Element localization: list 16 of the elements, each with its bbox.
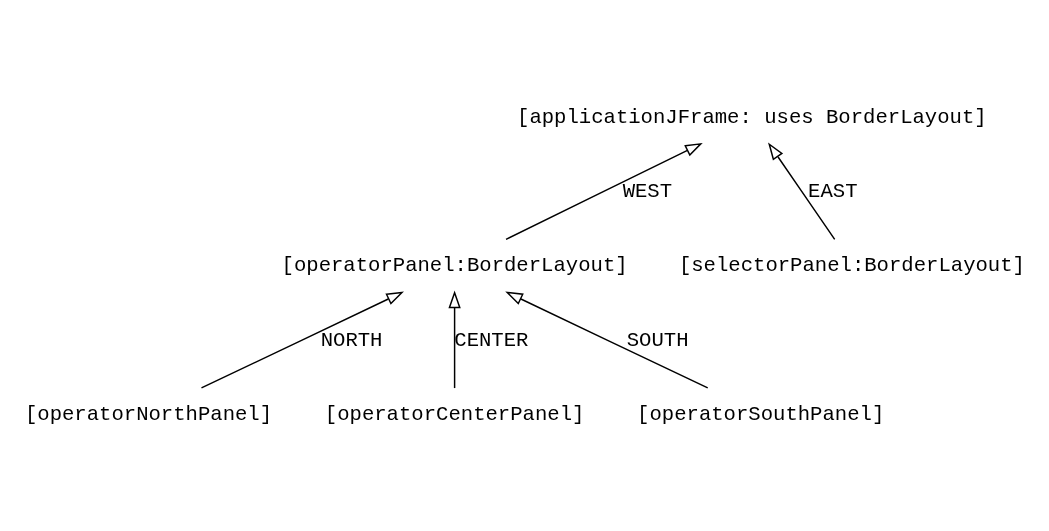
arrow: [200, 291, 404, 389]
edge-label: CENTER: [454, 328, 529, 352]
node-text: [applicationJFrame: uses BorderLayout]: [517, 105, 987, 129]
arrow: [768, 141, 836, 240]
edge-label: EAST: [808, 179, 858, 203]
arrow: [505, 291, 709, 389]
arrow: [505, 142, 703, 240]
edge-label: NORTH: [320, 328, 383, 352]
node-text: [operatorCenterPanel]: [324, 402, 585, 426]
arrow: [448, 290, 461, 389]
node-text: [selectorPanel:BorderLayout]: [678, 253, 1025, 277]
node-text: [operatorSouthPanel]: [637, 402, 885, 426]
node-text: [operatorPanel:BorderLayout]: [281, 253, 628, 277]
edge-label: WEST: [622, 179, 673, 203]
edge-label: SOUTH: [626, 328, 689, 352]
node-text: [operatorNorthPanel]: [24, 402, 273, 426]
